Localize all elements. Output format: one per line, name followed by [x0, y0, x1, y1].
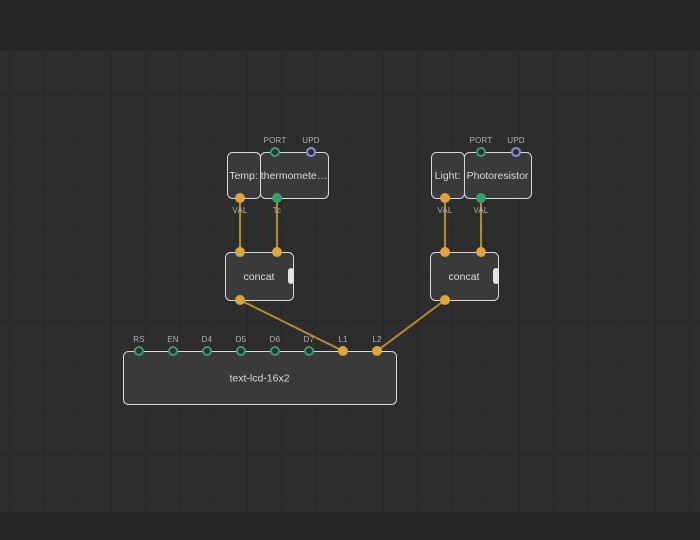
l2-pin[interactable]	[372, 346, 382, 356]
canvas-margin-top	[0, 0, 700, 50]
val-pin[interactable]	[440, 193, 450, 203]
pin-label: D7	[304, 335, 315, 344]
d7-pin[interactable]	[304, 346, 314, 356]
pin-label: VAL	[232, 206, 247, 215]
pin-label: D6	[270, 335, 281, 344]
pin-label: Tc	[273, 206, 281, 215]
d5-pin[interactable]	[236, 346, 246, 356]
pin-label: UPD	[507, 136, 525, 145]
canvas-margin-bottom	[0, 512, 700, 540]
d6-pin[interactable]	[270, 346, 280, 356]
tc-pin[interactable]	[272, 193, 282, 203]
node-label: concat	[449, 271, 480, 283]
in-pin[interactable]	[440, 247, 450, 257]
node-label: text-lcd-16x2	[229, 373, 289, 385]
pin-label: PORT	[264, 136, 287, 145]
in-pin[interactable]	[235, 295, 245, 305]
pin-label: VAL	[437, 206, 452, 215]
node-label: Light:	[435, 170, 461, 182]
pin-label: VAL	[473, 206, 488, 215]
in-pin[interactable]	[272, 247, 282, 257]
link-wire[interactable]	[239, 299, 344, 352]
variadic-handle[interactable]	[288, 268, 294, 284]
in-pin[interactable]	[235, 247, 245, 257]
pin-label: D4	[202, 335, 213, 344]
pin-label: RS	[133, 335, 145, 344]
en-pin[interactable]	[168, 346, 178, 356]
pin-label: L2	[372, 335, 382, 344]
node-photoresistor[interactable]	[464, 152, 532, 199]
node-label: thermomete…	[261, 170, 328, 182]
pin-label: EN	[167, 335, 179, 344]
port-pin[interactable]	[476, 147, 486, 157]
variadic-handle[interactable]	[493, 268, 499, 284]
node-thermometer[interactable]	[260, 152, 329, 199]
pin-label: L1	[338, 335, 348, 344]
node-label: Temp:	[229, 170, 258, 182]
port-pin[interactable]	[270, 147, 280, 157]
node-label: Photoresistor	[467, 170, 529, 182]
pin-label: UPD	[302, 136, 320, 145]
d4-pin[interactable]	[202, 346, 212, 356]
pin-label: D5	[236, 335, 247, 344]
node-text-lcd-16x2[interactable]	[123, 351, 397, 405]
in-pin[interactable]	[476, 247, 486, 257]
val-pin[interactable]	[235, 193, 245, 203]
l1-pin[interactable]	[338, 346, 348, 356]
upd-pin[interactable]	[511, 147, 521, 157]
rs-pin[interactable]	[134, 346, 144, 356]
val-pin[interactable]	[476, 193, 486, 203]
node-label: concat	[244, 271, 275, 283]
in-pin[interactable]	[440, 295, 450, 305]
upd-pin[interactable]	[306, 147, 316, 157]
link-wire[interactable]	[376, 299, 446, 352]
pin-label: PORT	[470, 136, 493, 145]
